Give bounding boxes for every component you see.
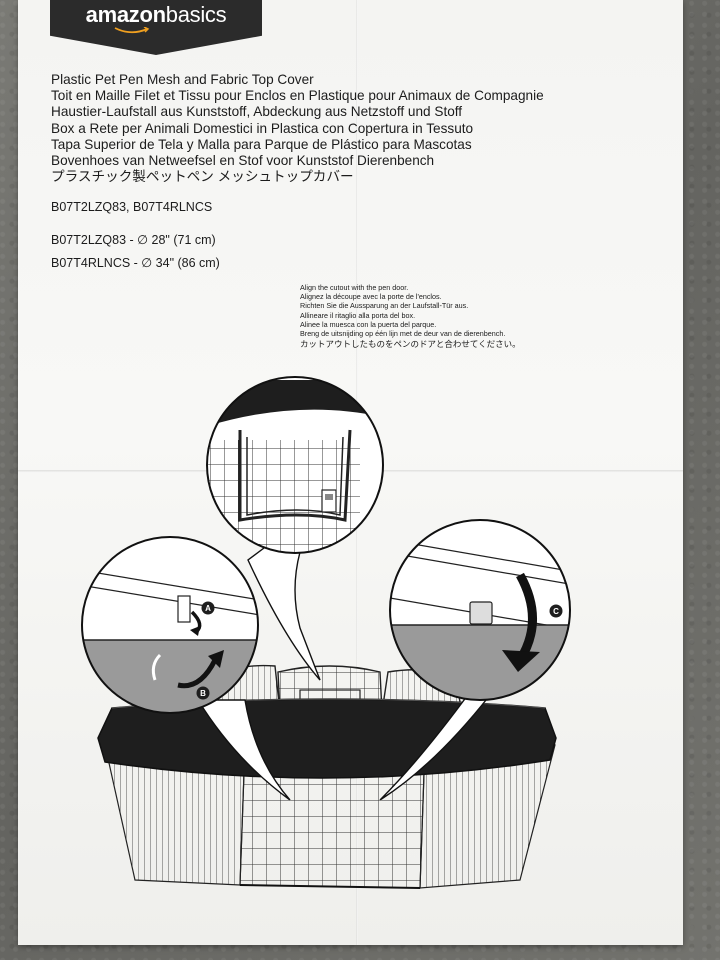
model-info: B07T2LZQ83, B07T4RLNCS B07T2LZQ83 - ∅ 28… bbox=[51, 200, 220, 270]
instruction-fr: Alignez la découpe avec la porte de l'en… bbox=[300, 292, 442, 302]
callout-pointer-left bbox=[196, 699, 291, 801]
smile-arrow-icon bbox=[114, 27, 150, 34]
title-en: Plastic Pet Pen Mesh and Fabric Top Cove… bbox=[51, 72, 314, 87]
step-c-badge bbox=[549, 604, 563, 618]
detail-circle-step-c: C bbox=[389, 519, 571, 701]
title-de: Haustier-Laufstall aus Kunststoff, Abdec… bbox=[51, 104, 463, 120]
step-c-label: C bbox=[553, 607, 559, 616]
title-ja: プラスチック製ペットペン メッシュトップカバー bbox=[51, 169, 354, 185]
callout-pointer-top bbox=[247, 544, 321, 681]
instruction-it: Allineare il ritaglio alla porta del box… bbox=[300, 310, 416, 320]
product-title-block: Plastic Pet Pen Mesh and Fabric Top Cove… bbox=[51, 72, 651, 185]
instruction-de: Richten Sie die Aussparung an der Laufst… bbox=[300, 301, 469, 311]
title-nl: Bovenhoes van Netweefsel en Stof voor Ku… bbox=[51, 153, 435, 169]
step-a-badge bbox=[201, 601, 215, 615]
brand-logo: amazonbasics bbox=[85, 2, 227, 27]
callout-pointer-right bbox=[379, 691, 492, 801]
instruction-en: Align the cutout with the pen door. bbox=[300, 283, 409, 292]
instruction-es: Alinee la muesca con la puerta del parqu… bbox=[300, 319, 437, 329]
model-codes: B07T2LZQ83, B07T4RLNCS bbox=[51, 200, 213, 214]
step-b-label: B bbox=[200, 689, 206, 698]
size-small: B07T2LZQ83 - ∅ 28" (71 cm) bbox=[51, 233, 216, 247]
instruction-nl: Breng de uitsnijding op één lijn met de … bbox=[300, 329, 506, 339]
instruction-ja: カットアウトしたものをペンのドアと合わせてください。 bbox=[300, 339, 521, 350]
title-fr: Toit en Maille Filet et Tissu pour Enclo… bbox=[51, 88, 544, 104]
step-a-label: A bbox=[205, 604, 211, 613]
arrow-b-icon bbox=[177, 658, 218, 689]
title-es: Tapa Superior de Tela y Malla para Parqu… bbox=[51, 136, 472, 152]
alignment-instructions: Align the cutout with the pen door. Alig… bbox=[300, 283, 521, 349]
detail-circle-step-a-b: A B bbox=[81, 536, 259, 714]
pen-body bbox=[104, 744, 556, 889]
size-large: B07T4RLNCS - ∅ 34" (86 cm) bbox=[51, 256, 220, 270]
detail-circle-door bbox=[206, 376, 384, 554]
step-b-badge bbox=[196, 686, 210, 700]
brand-tab: amazonbasics bbox=[50, 0, 262, 55]
title-it: Box a Rete per Animali Domestici in Plas… bbox=[51, 120, 474, 136]
